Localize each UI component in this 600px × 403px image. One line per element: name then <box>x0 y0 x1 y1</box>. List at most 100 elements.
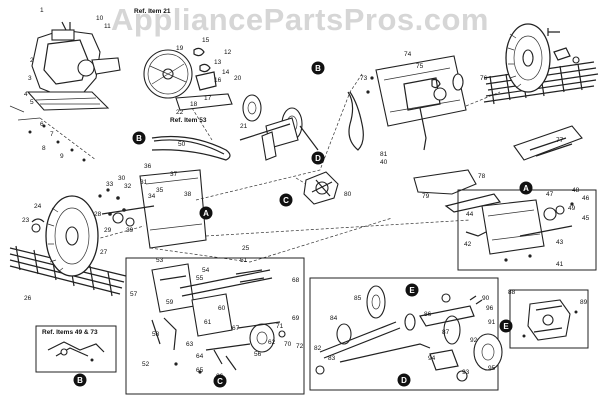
part-number-80: 80 <box>344 191 352 198</box>
part-number-63: 63 <box>186 341 194 348</box>
part-number-76: 76 <box>480 75 488 82</box>
part-number-77: 77 <box>556 137 564 144</box>
part-number-39: 39 <box>126 227 134 234</box>
part-number-13: 13 <box>214 59 222 66</box>
part-number-82: 82 <box>314 345 322 352</box>
callout-a-1: A <box>199 206 213 220</box>
wheel-top-right <box>483 23 599 105</box>
drive-belt-center <box>347 91 364 151</box>
part-number-73: 73 <box>360 75 368 82</box>
skid-plate <box>413 125 583 213</box>
part-number-40: 40 <box>380 159 388 166</box>
svg-text:A: A <box>203 209 209 218</box>
part-number-17: 17 <box>204 95 212 102</box>
part-number-14: 14 <box>222 69 230 76</box>
part-number-72: 72 <box>296 343 304 350</box>
part-number-58: 58 <box>152 331 160 338</box>
part-number-18: 18 <box>190 101 198 108</box>
part-number-37: 37 <box>170 171 178 178</box>
part-number-7: 7 <box>50 131 54 138</box>
main-frame <box>85 73 471 263</box>
part-number-43: 43 <box>556 239 564 246</box>
part-number-92: 92 <box>470 337 478 344</box>
svg-text:A: A <box>523 184 529 193</box>
part-number-23: 23 <box>22 217 30 224</box>
pulley-assembly-d <box>239 107 319 161</box>
svg-text:C: C <box>283 196 289 205</box>
part-number-45: 45 <box>582 215 590 222</box>
part-number-93: 93 <box>462 369 470 376</box>
part-number-78: 78 <box>478 173 486 180</box>
part-number-91: 91 <box>488 319 496 326</box>
detail-b <box>35 325 117 373</box>
part-number-9: 9 <box>60 153 64 160</box>
part-number-84: 84 <box>330 315 338 322</box>
part-number-36: 36 <box>144 163 152 170</box>
svg-text:C: C <box>217 377 223 386</box>
part-number-21: 21 <box>240 123 248 130</box>
callout-d-2: D <box>397 373 411 387</box>
part-number-6: 6 <box>40 121 44 128</box>
svg-text:D: D <box>315 154 321 163</box>
ref-item-53: Ref. Item 53 <box>170 117 207 124</box>
part-number-85: 85 <box>354 295 362 302</box>
ref-items-49-73: Ref. Items 49 & 73 <box>42 329 98 336</box>
part-number-69: 69 <box>292 315 300 322</box>
part-number-24: 24 <box>34 203 42 210</box>
part-number-10: 10 <box>96 15 104 22</box>
part-number-51: 51 <box>240 257 248 264</box>
part-number-53: 53 <box>156 257 164 264</box>
part-number-75: 75 <box>416 63 424 70</box>
svg-text:B: B <box>315 64 321 73</box>
part-number-41: 41 <box>556 261 564 268</box>
part-number-56: 56 <box>254 351 262 358</box>
part-number-64: 64 <box>196 353 204 360</box>
part-number-46: 46 <box>582 195 590 202</box>
part-number-86: 86 <box>424 311 432 318</box>
axle-hub-a <box>98 188 155 227</box>
ref-item-21: Ref. Item 21 <box>134 8 171 15</box>
part-number-60: 60 <box>218 305 226 312</box>
engine-assembly <box>9 21 121 162</box>
part-number-16: 16 <box>214 77 222 84</box>
part-number-95: 95 <box>488 365 496 372</box>
part-number-87: 87 <box>442 329 450 336</box>
part-number-89: 89 <box>580 299 588 306</box>
recoil-starter <box>143 47 262 141</box>
part-number-5: 5 <box>30 99 34 106</box>
part-number-38: 38 <box>184 191 192 198</box>
part-number-4: 4 <box>24 91 28 98</box>
part-number-67: 67 <box>232 325 240 332</box>
part-number-90: 90 <box>482 295 490 302</box>
part-number-55: 55 <box>196 275 204 282</box>
part-number-29: 29 <box>104 227 112 234</box>
part-number-15: 15 <box>202 37 210 44</box>
callout-b-2: B <box>311 61 325 75</box>
part-number-50: 50 <box>178 141 186 148</box>
gear-assembly-c <box>295 171 339 205</box>
part-number-22: 22 <box>176 109 184 116</box>
svg-text:B: B <box>77 376 83 385</box>
detail-a <box>457 189 597 271</box>
part-number-26: 26 <box>24 295 32 302</box>
callout-b-3: B <box>73 373 87 387</box>
callout-c-1: C <box>279 193 293 207</box>
part-number-1: 1 <box>40 7 44 14</box>
part-number-68: 68 <box>292 277 300 284</box>
part-number-62: 62 <box>268 339 276 346</box>
part-number-71: 71 <box>276 323 284 330</box>
part-number-25: 25 <box>242 245 250 252</box>
part-number-2: 2 <box>30 57 34 64</box>
part-number-96: 96 <box>486 305 494 312</box>
callout-b-1: B <box>132 131 146 145</box>
part-number-61: 61 <box>204 319 212 326</box>
part-number-83: 83 <box>328 355 336 362</box>
part-number-12: 12 <box>224 49 232 56</box>
part-number-11: 11 <box>104 23 111 30</box>
svg-text:B: B <box>136 134 142 143</box>
part-number-66: 66 <box>216 373 224 380</box>
part-number-65: 65 <box>196 367 204 374</box>
part-number-88: 88 <box>508 289 516 296</box>
part-number-70: 70 <box>284 341 292 348</box>
